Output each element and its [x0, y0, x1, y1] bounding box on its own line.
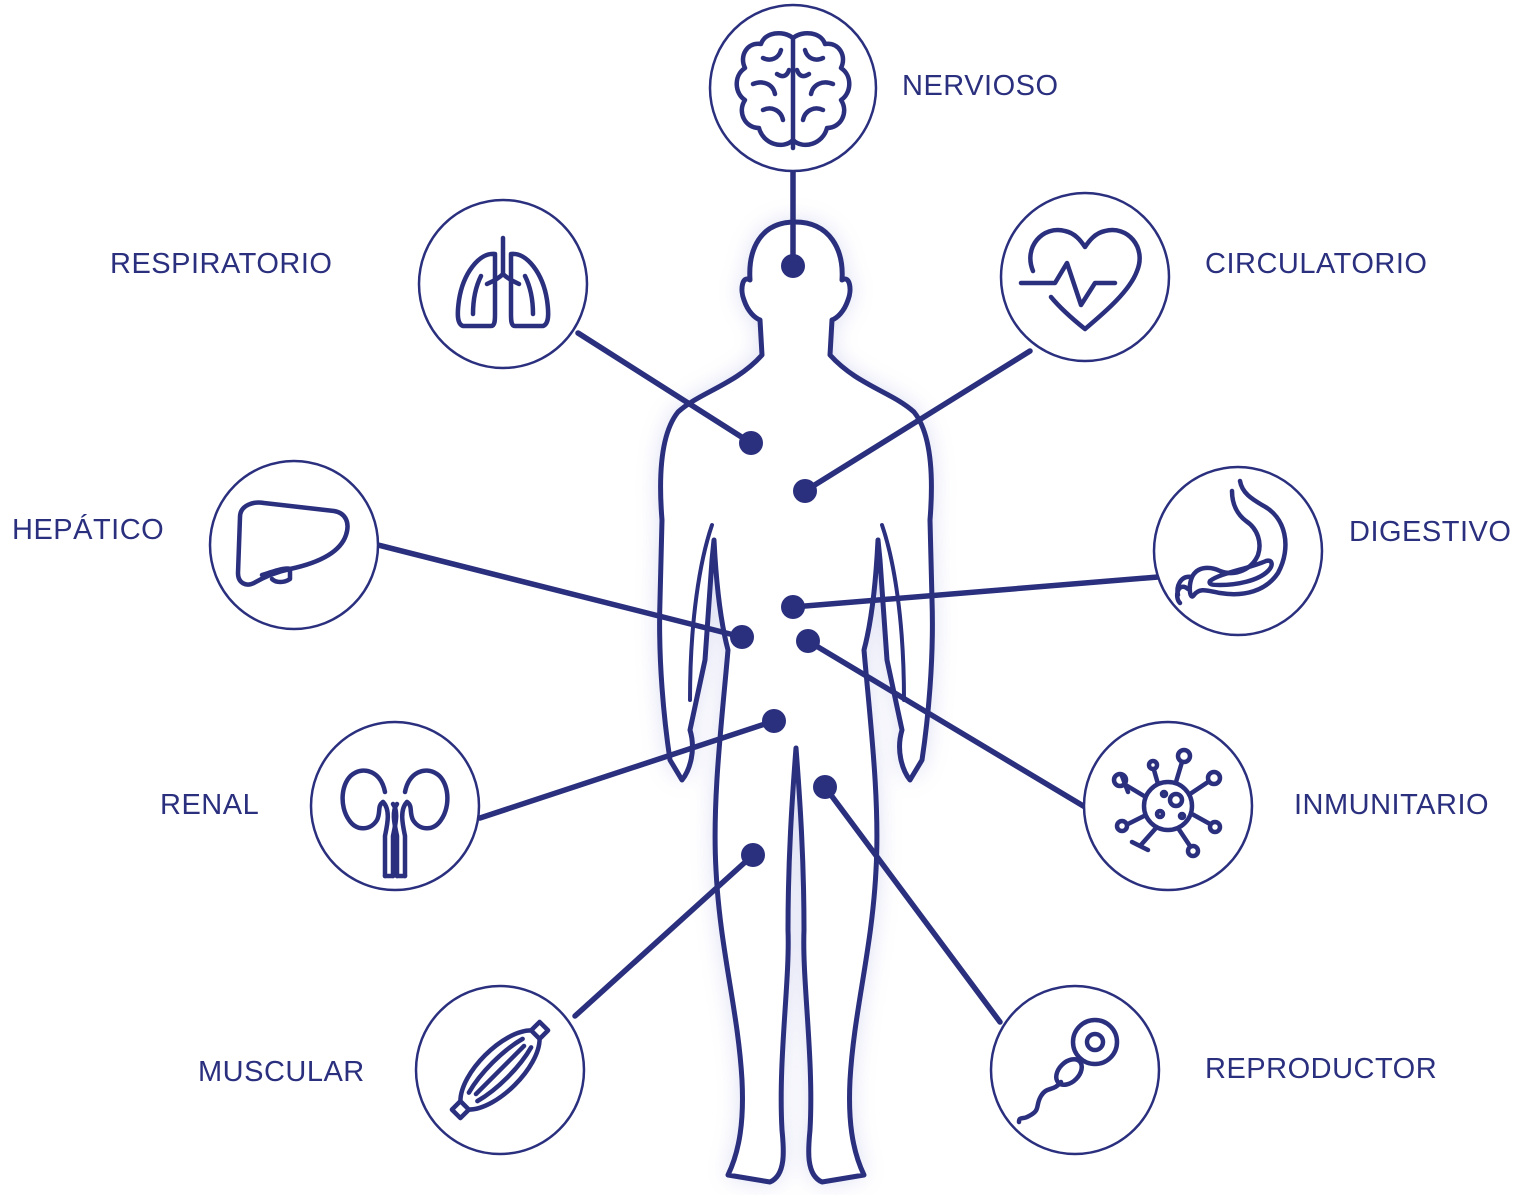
- label-hepatico: HEPÁTICO: [12, 516, 164, 545]
- node-nervioso: [710, 5, 876, 171]
- node-inmunitario: [1084, 722, 1252, 890]
- label-inmunitario: INMUNITARIO: [1294, 791, 1489, 820]
- dot-inmunitario: [796, 629, 820, 653]
- dot-digestivo: [781, 595, 805, 619]
- label-circulatorio: CIRCULATORIO: [1205, 250, 1427, 279]
- dot-circulatorio: [793, 479, 817, 503]
- label-digestivo: DIGESTIVO: [1349, 518, 1511, 547]
- dot-hepatico: [730, 625, 754, 649]
- dot-reproductor: [813, 775, 837, 799]
- node-reproductor: [991, 986, 1159, 1154]
- dot-respiratorio: [739, 431, 763, 455]
- human-body-silhouette: [660, 222, 933, 1182]
- dot-muscular: [741, 843, 765, 867]
- label-reproductor: REPRODUCTOR: [1205, 1055, 1437, 1084]
- node-circulatorio: [1001, 193, 1169, 361]
- node-renal: [311, 722, 479, 890]
- label-renal: RENAL: [160, 791, 259, 820]
- label-muscular: MUSCULAR: [198, 1058, 365, 1087]
- node-digestivo: [1154, 467, 1322, 635]
- label-respiratorio: RESPIRATORIO: [110, 250, 332, 279]
- node-muscular: [416, 986, 584, 1154]
- dot-nervioso: [781, 254, 805, 278]
- dot-renal: [762, 709, 786, 733]
- node-hepatico: [210, 461, 378, 629]
- label-nervioso: NERVIOSO: [902, 72, 1059, 101]
- node-respiratorio: [419, 200, 587, 368]
